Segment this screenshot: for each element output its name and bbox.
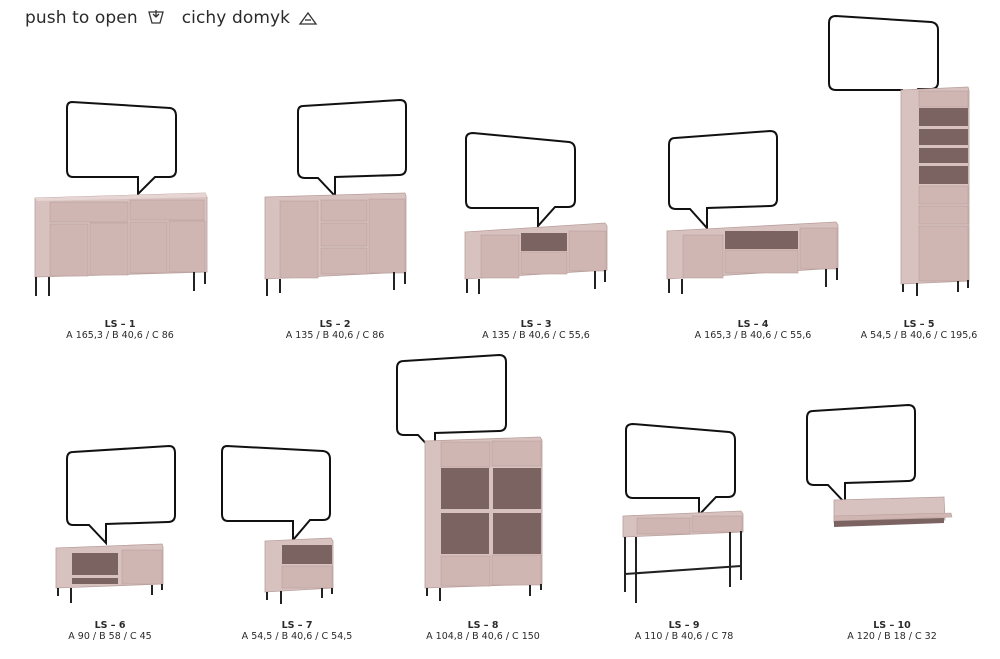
ls-1-code: LS – 1: [104, 319, 136, 330]
ls-6-label: LS – 6 A 90 / B 58 / C 45: [10, 620, 210, 642]
ls-7-code: LS – 7: [281, 620, 313, 631]
speech-bubble-ls-1: [66, 100, 177, 197]
feature-push-to-open: push to open: [25, 8, 138, 28]
ls-2-label: LS – 2 A 135 / B 40,6 / C 86: [235, 319, 435, 341]
ls-10-code: LS – 10: [873, 620, 911, 631]
ls-5-code: LS – 5: [903, 319, 935, 330]
ls-7-label: LS – 7 A 54,5 / B 40,6 / C 54,5: [197, 620, 397, 642]
header: push to open cichy domyk: [25, 6, 318, 30]
ls-4-dims: A 165,3 / B 40,6 / C 55,6: [694, 330, 812, 341]
ls-2-code: LS – 2: [319, 319, 351, 330]
ls-8-label: LS – 8 A 104,8 / B 40,6 / C 150: [383, 620, 583, 642]
feature-soft-close: cichy domyk: [181, 8, 291, 28]
ls-1-dims: A 165,3 / B 40,6 / C 86: [66, 330, 174, 341]
speech-bubble-ls-6: [66, 444, 176, 546]
ls-8-code: LS – 8: [467, 620, 499, 631]
ls-4-code: LS – 4: [737, 319, 769, 330]
push-to-open-icon: [147, 10, 164, 24]
speech-bubble-ls-9: [625, 422, 736, 518]
ls-9-label: LS – 9 A 110 / B 40,6 / C 78: [584, 620, 784, 642]
ls-3-label: LS – 3 A 135 / B 40,6 / C 55,6: [436, 319, 636, 341]
speech-bubble-ls-2: [297, 98, 407, 199]
speech-bubble-ls-3: [465, 131, 576, 229]
ls-5-dims: A 54,5 / B 40,6 / C 195,6: [860, 330, 978, 341]
ls-6-code: LS – 6: [94, 620, 126, 631]
ls-3-dims: A 135 / B 40,6 / C 55,6: [482, 330, 590, 341]
ls-3-code: LS – 3: [520, 319, 552, 330]
ls-4-label: LS – 4 A 165,3 / B 40,6 / C 55,6: [653, 319, 853, 341]
speech-bubble-ls-10: [806, 403, 916, 506]
ls-6-dims: A 90 / B 58 / C 45: [68, 631, 152, 642]
speech-bubble-ls-7: [221, 444, 331, 543]
ls-8-dims: A 104,8 / B 40,6 / C 150: [426, 631, 540, 642]
ls-2-dims: A 135 / B 40,6 / C 86: [285, 330, 385, 341]
ls-7-dims: A 54,5 / B 40,6 / C 54,5: [241, 631, 353, 642]
ls-10-dims: A 120 / B 18 / C 32: [847, 631, 937, 642]
speech-bubble-ls-4: [668, 129, 778, 231]
soft-close-icon: [298, 11, 318, 25]
ls-5-label: LS – 5 A 54,5 / B 40,6 / C 195,6: [819, 319, 1000, 341]
ls-9-code: LS – 9: [668, 620, 700, 631]
ls-9-dims: A 110 / B 40,6 / C 78: [634, 631, 734, 642]
ls-1-label: LS – 1 A 165,3 / B 40,6 / C 86: [20, 319, 220, 341]
ls-10-label: LS – 10 A 120 / B 18 / C 32: [792, 620, 992, 642]
